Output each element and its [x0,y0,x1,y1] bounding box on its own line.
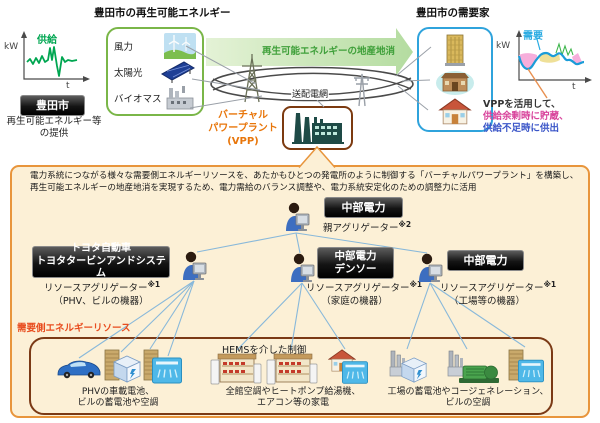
supply-y-axis-label: kW [4,42,19,52]
hems-house-icon [266,350,318,386]
consumer-section-title: 豊田市の需要家 [416,7,490,19]
provision-note: 再生可能エネルギー等 の提供 [6,116,102,139]
renewable-sources-box: 風力 太陽光 バイオマス [106,27,204,116]
aggregator-chubu-badge: 中部電力 [447,250,524,271]
battery-icon [112,354,142,384]
resource-group-label: 工場の蓄電池やコージェネレーション、 ビルの空調 [387,387,549,408]
vpp-usage-note: VPPを活用して、 供給余剰時に貯蔵、 供給不足時に供出 [483,99,569,134]
local-production-arrow-label: 再生可能エネルギーの地産地消 [262,46,396,57]
resource-group-label: PHVの車載電池、 ビルの蓄電池や空調 [77,387,159,408]
wind-label: 風力 [114,41,134,53]
aggregator-toyota-scope: （PHV、ビルの機器） [53,296,149,307]
consumers-box [417,27,493,132]
utility-pole-icon [354,73,370,107]
office-building-icon [443,33,467,67]
resource-group-label: 全館空調やヒートポンプ給湯機、 エアコン等の家電 [225,387,361,408]
biomass-plant-icon [164,85,196,111]
biomass-label: バイオマス [114,93,162,105]
aircon-icon [342,361,368,384]
grid-label: 送配電網 [291,87,330,100]
aggregator-toyota-person-icon [181,251,207,281]
supply-graph-label: 供給 [37,35,57,46]
toyota-city-badge: 豊田市 [20,95,85,116]
aggregator-denso-person-icon [289,253,315,283]
aggregator-denso-scope: （家庭の機器） [321,296,388,307]
hems-house-icon [210,350,262,386]
demand-resources-title: 需要側エネルギーリソース [17,323,131,334]
phv-car-icon [56,358,102,380]
aircon-icon [152,357,182,384]
panel-description: 電力系統につながる様々な需要側エネルギーリソースを、あたかもひとつの発電所のよう… [30,171,579,193]
vpp-power-plant-box [282,106,353,150]
renewable-section-title: 豊田市の再生可能エネルギー [94,7,231,19]
demand-graph-label: 需要 [523,31,543,42]
wind-turbine-icon [164,33,196,59]
demand-y-axis-label: kW [496,41,511,51]
power-plant-icon [289,111,347,145]
hems-label: HEMSを介した制御 [222,345,307,356]
battery-icon [400,356,428,384]
aggregator-toyota-badge: トヨタ自動車 トヨタタービンアンドシステム [32,243,170,279]
source-row-biomass: バイオマス [114,85,196,111]
solar-label: 太陽光 [114,67,143,79]
vpp-label: バーチャル パワープラント (VPP) [208,110,278,147]
source-row-solar: 太陽光 [114,60,196,84]
solar-panel-icon [160,60,196,84]
transmission-tower-icon [242,54,262,103]
parent-aggregator-person-icon [284,202,310,232]
parent-aggregator-badge: 中部電力 [324,197,403,218]
house-icon [438,98,472,126]
demand-x-axis-label: t [572,82,576,92]
source-row-wind: 風力 [114,33,196,59]
parent-aggregator-role: 親アグリゲーター※2 [323,220,412,235]
cogeneration-icon [458,361,500,385]
supply-x-axis-label: t [66,81,70,91]
aircon-icon [518,359,544,383]
aggregator-chubu-person-icon [417,253,443,283]
aggregator-denso-badge: 中部電力 デンソー [317,247,394,279]
shop-house-icon [435,68,475,96]
aggregator-chubu-scope: （工場等の機器） [448,296,525,307]
